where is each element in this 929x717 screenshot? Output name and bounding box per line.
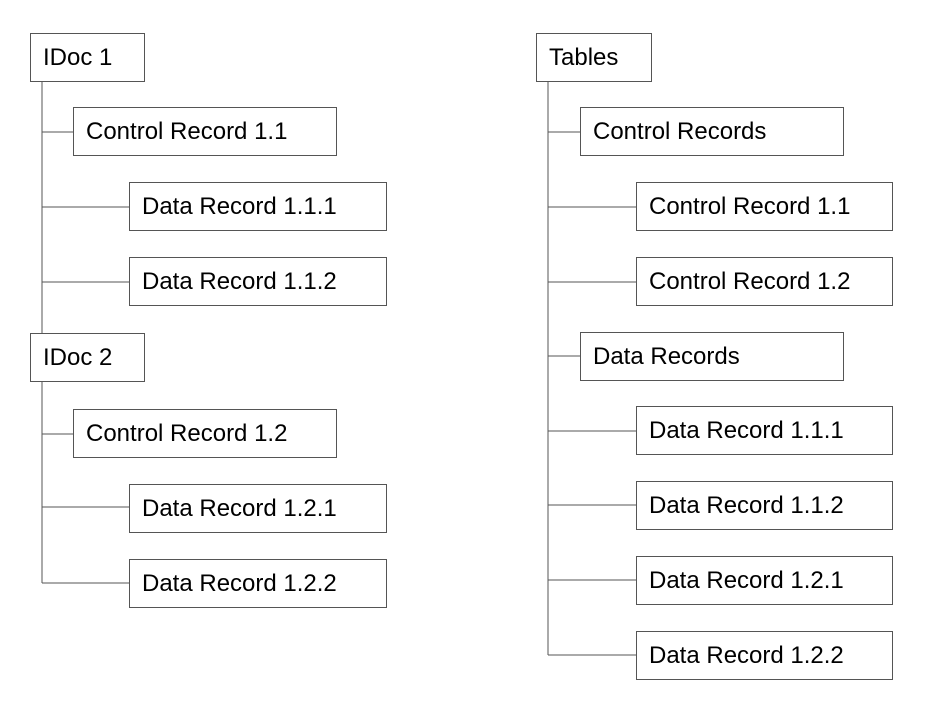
data-record-1-2-2-node: Data Record 1.2.2	[636, 631, 893, 680]
control-records-group-node: Control Records	[580, 107, 844, 156]
control-record-1-1-node: Control Record 1.1	[636, 182, 893, 231]
data-record-1-1-2-node: Data Record 1.1.2	[636, 481, 893, 530]
idoc-1-data-record-2-node: Data Record 1.1.2	[129, 257, 387, 306]
idoc-2-control-record-node: Control Record 1.2	[73, 409, 337, 458]
idoc-1-node: IDoc 1	[30, 33, 145, 82]
idoc-1-data-record-1-node: Data Record 1.1.1	[129, 182, 387, 231]
data-records-group-node: Data Records	[580, 332, 844, 381]
data-record-1-1-1-node: Data Record 1.1.1	[636, 406, 893, 455]
control-record-1-2-node: Control Record 1.2	[636, 257, 893, 306]
idoc-1-control-record-node: Control Record 1.1	[73, 107, 337, 156]
data-record-1-2-1-node: Data Record 1.2.1	[636, 556, 893, 605]
tables-root-node: Tables	[536, 33, 652, 82]
idoc-2-data-record-2-node: Data Record 1.2.2	[129, 559, 387, 608]
idoc-2-node: IDoc 2	[30, 333, 145, 382]
idoc-2-data-record-1-node: Data Record 1.2.1	[129, 484, 387, 533]
